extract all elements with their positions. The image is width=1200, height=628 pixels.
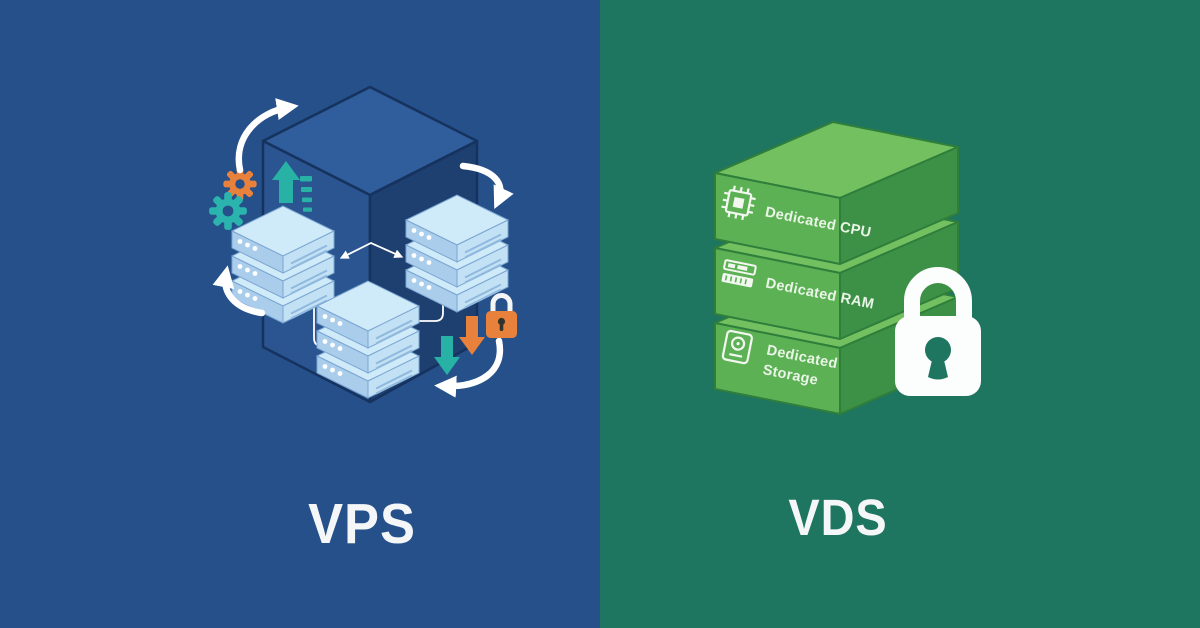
curved-arrow-icon	[235, 98, 299, 174]
lock-icon	[486, 293, 517, 338]
flow-arrows	[212, 98, 514, 398]
storage-icon	[721, 329, 753, 365]
curved-arrow-icon	[459, 162, 514, 210]
curved-arrow-icon	[212, 265, 266, 317]
vps-panel: VPS	[0, 0, 600, 628]
up-arrow-icon	[272, 161, 300, 203]
vds-panel: Dedicated CPU Dedicated RAM	[600, 0, 1200, 628]
down-arrow-icon	[434, 336, 460, 375]
ram-icon	[721, 259, 757, 288]
cpu-icon	[721, 185, 756, 221]
server-stack-icon	[406, 195, 508, 312]
two-way-arrow-icon	[339, 242, 404, 259]
dash-column-icon	[300, 176, 312, 212]
vps-illustration	[209, 85, 517, 404]
curved-arrow-icon	[434, 337, 504, 398]
lock-icon	[895, 267, 981, 396]
vds-title: VDS	[788, 489, 888, 546]
down-arrow-icon	[459, 316, 485, 355]
gear-icon	[209, 192, 247, 230]
server-stack-icon	[317, 281, 419, 398]
vps-title: VPS	[308, 492, 416, 556]
vds-illustration: Dedicated CPU Dedicated RAM	[714, 121, 981, 415]
